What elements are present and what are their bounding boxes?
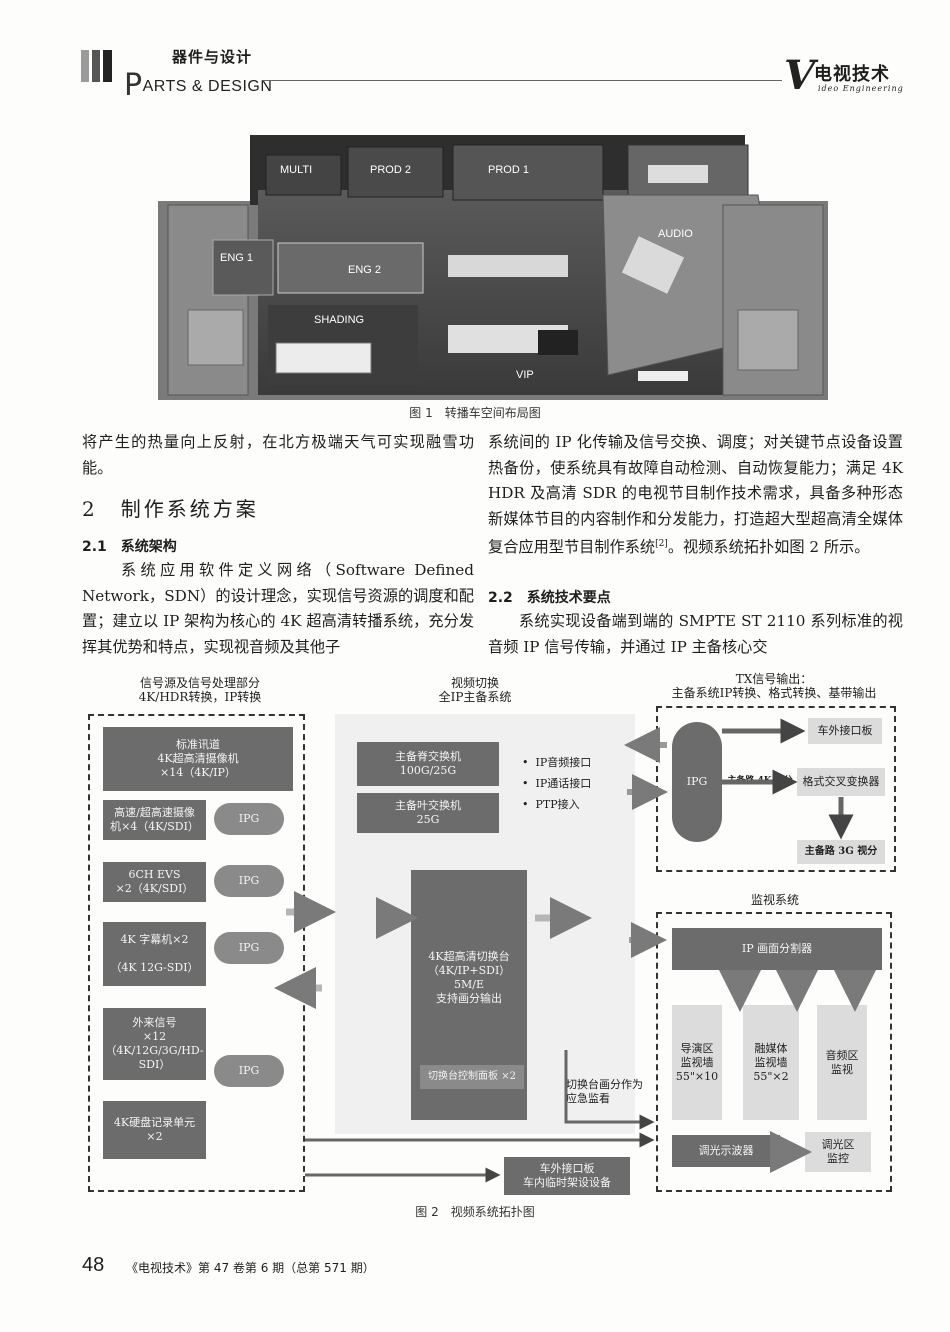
- ipg-badge: IPG: [214, 803, 284, 835]
- room-label: VIP: [516, 369, 534, 381]
- page-number: 48: [82, 1254, 105, 1276]
- room-label: AUDIO: [658, 228, 693, 240]
- source-evs-box: 6CH EVS ×2（4K/SDI）: [103, 862, 206, 902]
- source-caption-box: 4K 字幕机×2 （4K 12G-SDI）: [103, 922, 206, 986]
- figure1-caption: 图 1 转播车空间布局图: [409, 406, 541, 420]
- journal-citation: 《电视技术》第 47 卷第 6 期（总第 571 期）: [126, 1261, 375, 1275]
- ip-interface-item: • PTP接入: [522, 798, 580, 811]
- outside-temp-equipment-box: 车外接口板 车内临时架设设备: [504, 1157, 630, 1195]
- right-paragraph-1: 系统间的 IP 化传输及信号交换、调度；对关键节点设备设置热备份，使系统具有故障…: [488, 430, 903, 561]
- switching-title: 视频切换 全IP主备系统: [438, 676, 512, 704]
- ip-interface-item: • IP音频接口: [522, 756, 592, 769]
- ipg-badge: IPG: [214, 1055, 284, 1087]
- room-label: PROD 2: [370, 164, 411, 176]
- subsection-heading-2-1: 2.1 系统架构: [82, 539, 177, 555]
- multiviewer-box: IP 画面分割器: [672, 928, 882, 970]
- tx-main3g-box: 主备路 3G 视分: [797, 840, 885, 864]
- right-paragraph-2: 系统实现设备端到端的 SMPTE ST 2110 系列标准的视音频 IP 信号传…: [488, 612, 903, 656]
- room-label: ENG 1: [220, 252, 253, 264]
- journal-logo-mark: V: [784, 52, 816, 99]
- journal-logo-en: ideo Engineering: [818, 84, 904, 93]
- subsection-heading-2-2: 2.2 系统技术要点: [488, 590, 611, 606]
- monitor-title: 监视系统: [750, 893, 799, 907]
- source-external-box: 外来信号 ×12 （4K/12G/3G/HD- SDI）: [103, 1008, 206, 1080]
- waveform-monitor: 调光示波器: [672, 1135, 780, 1167]
- right-paragraph-1-end: 。视频系统拓扑如图 2 所示。: [667, 538, 870, 557]
- section-en-cap: P: [124, 68, 143, 103]
- source-disk-recorder-box: 4K硬盘记录单元 ×2: [103, 1101, 206, 1159]
- ip-interface-item: • IP通话接口: [522, 777, 592, 790]
- citation-ref: [2]: [655, 539, 668, 549]
- ob-van-layout-figure: MULTI PROD 2 PROD 1 AUDIO ENG 1 ENG 2 SH…: [158, 135, 828, 400]
- director-monitor-wall: 导演区 监视墙 55"×10: [672, 1005, 722, 1120]
- header-rule: [262, 80, 782, 81]
- section-heading-2: 2 制作系统方案: [82, 497, 259, 521]
- tx-outside-interface: 车外接口板: [808, 718, 882, 744]
- room-label: MULTI: [280, 164, 312, 176]
- emergency-monitor-note: 切换台画分作为 应急监看: [566, 1078, 643, 1105]
- left-paragraph-2: 系统应用软件定义网络（Software Defined Network，SDN）…: [82, 561, 474, 656]
- source-hs-camera-box: 高速/超高速摄像 机×4（4K/SDI）: [103, 800, 206, 840]
- switcher-panel-box: 切换台控制面板 ×2: [420, 1065, 524, 1089]
- figure2-caption: 图 2 视频系统拓扑图: [415, 1205, 535, 1219]
- header-logo-bars: [81, 50, 115, 84]
- room-label: ENG 2: [348, 264, 381, 276]
- spine-switch-box: 主备脊交换机 100G/25G: [357, 742, 499, 786]
- tx-ipg-capsule: IPG: [672, 722, 722, 842]
- shading-monitor: 调光区 监控: [805, 1132, 871, 1172]
- ip-interface-list: • IP音频接口 • IP通话接口 • PTP接入: [522, 752, 591, 815]
- sources-group: [88, 714, 305, 1192]
- source-camera-box: 标准讯道 4K超高清摄像机 ×14（4K/IP）: [103, 727, 293, 791]
- tx-format-converter: 格式交叉变换器: [797, 768, 885, 796]
- ipg-badge: IPG: [214, 865, 284, 897]
- audio-monitor: 音频区 监视: [817, 1005, 867, 1120]
- room-label: PROD 1: [488, 164, 529, 176]
- right-paragraph-1-text: 系统间的 IP 化传输及信号交换、调度；对关键节点设备设置热备份，使系统具有故障…: [488, 433, 903, 557]
- ipg-badge: IPG: [214, 932, 284, 964]
- section-en-rest: ARTS & DESIGN: [142, 78, 273, 95]
- monitor-group: [656, 912, 892, 1192]
- room-label: SHADING: [314, 314, 364, 326]
- sources-title: 信号源及信号处理部分 4K/HDR转换，IP转换: [138, 676, 262, 704]
- media-monitor-wall: 融媒体 监视墙 55"×2: [743, 1005, 799, 1120]
- section-title-en: PARTS & DESIGN: [124, 64, 273, 103]
- leaf-switch-box: 主备叶交换机 25G: [357, 793, 499, 833]
- left-paragraph-1: 将产生的热量向上反射，在北方极端天气可实现融雪功能。: [82, 433, 474, 477]
- section-title-cn: 器件与设计: [172, 48, 253, 66]
- journal-logo-cn: 电视技术: [814, 64, 890, 85]
- tx-output-title: TX信号输出： 主备系统IP转换、格式转换、基带输出: [671, 672, 877, 700]
